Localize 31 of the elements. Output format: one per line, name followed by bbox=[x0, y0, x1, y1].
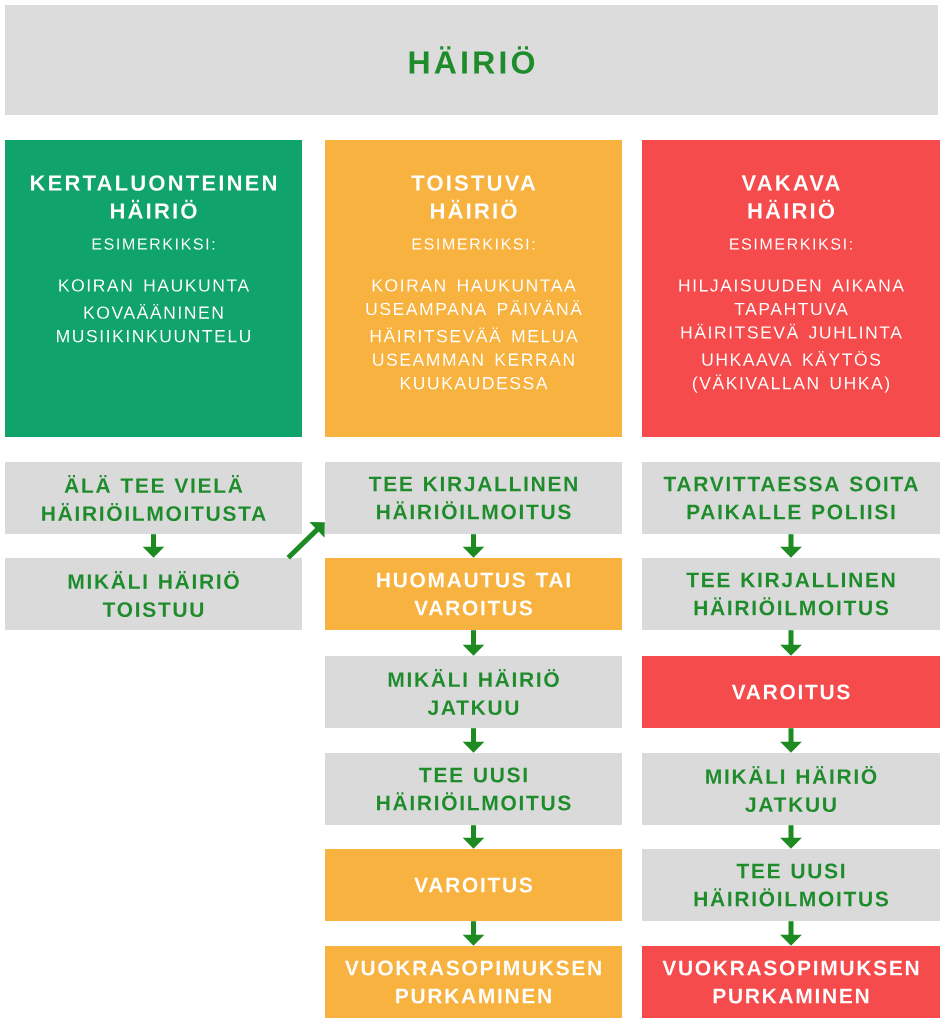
category-box bbox=[642, 140, 940, 437]
step-box: TEE UUSI HÄIRIÖILMOITUS bbox=[325, 753, 622, 825]
step-box: TEE UUSI HÄIRIÖILMOITUS bbox=[642, 849, 940, 921]
step-box: TEE KIRJALLINEN HÄIRIÖILMOITUS bbox=[325, 462, 622, 534]
example-text: UHKAAVA KÄYTÖS (VÄKIVALLAN UHKA) bbox=[692, 351, 890, 393]
step-box: MIKÄLI HÄIRIÖ JATKUU bbox=[642, 753, 940, 825]
category-heading: VAKAVA HÄIRIÖ bbox=[741, 175, 840, 219]
step-box: MIKÄLI HÄIRIÖ JATKUU bbox=[325, 656, 622, 728]
subheading: ESIMERKIKSI: bbox=[92, 238, 215, 250]
category-heading: TOISTUVA HÄIRIÖ bbox=[411, 175, 536, 219]
step-box: HUOMAUTUS TAI VAROITUS bbox=[325, 558, 622, 630]
example-text: KOIRAN HAUKUNTA bbox=[59, 279, 250, 292]
step-box: TARVITTAESSA SOITA PAIKALLE POLIISI bbox=[642, 462, 940, 534]
step-box: VAROITUS bbox=[325, 849, 622, 921]
example-text: HÄIRITSEVÄÄ MELUA USEAMMAN KERRAN KUUKAUDESSA bbox=[370, 327, 578, 390]
step-box: TEE KIRJALLINEN HÄIRIÖILMOITUS bbox=[642, 558, 940, 630]
step-box: MIKÄLI HÄIRIÖ TOISTUU bbox=[5, 558, 302, 630]
step-box: VAROITUS bbox=[642, 656, 940, 728]
step-box: ÄLÄ TEE VIELÄ HÄIRIÖILMOITUSTA bbox=[5, 462, 302, 534]
example-text: KOVAÄÄNINEN MUSIIKINKUUNTELU bbox=[57, 304, 250, 343]
category-box bbox=[325, 140, 622, 437]
example-text: KOIRAN HAUKUNTAA USEAMPANA PÄIVÄNÄ bbox=[366, 279, 582, 316]
arrow bbox=[286, 522, 325, 560]
subheading: ESIMERKIKSI: bbox=[730, 238, 852, 250]
category-box bbox=[5, 140, 302, 437]
step-box: VUOKRASOPIMUKSEN PURKAMINEN bbox=[325, 946, 622, 1018]
category-heading: KERTALUONTEINEN HÄIRIÖ bbox=[31, 175, 276, 219]
title-band: HÄIRIÖ bbox=[5, 5, 938, 115]
subheading: ESIMERKIKSI: bbox=[412, 238, 535, 250]
step-box: VUOKRASOPIMUKSEN PURKAMINEN bbox=[642, 946, 940, 1018]
example-text: HILJAISUUDEN AIKANA TAPAHTUVA HÄIRITSEVÄ JUHLINTA bbox=[679, 279, 904, 339]
